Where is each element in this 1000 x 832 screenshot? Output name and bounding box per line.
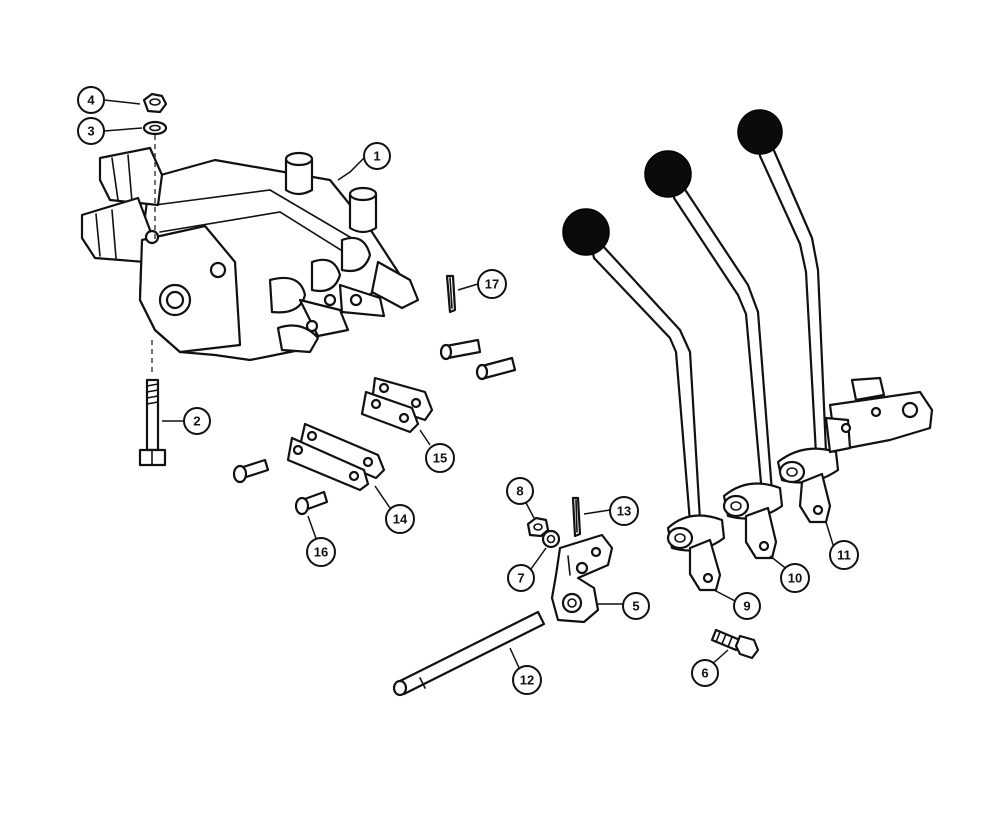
callout-label-3: 3 [87,124,94,139]
callout-label-9: 9 [743,599,750,614]
knob-9 [562,208,610,256]
nut-8 [526,516,550,538]
cotter-pin-17 [445,274,457,314]
callout-label-2: 2 [193,414,200,429]
callout-14: 14 [385,504,415,534]
lever-shaft-12 [392,610,546,697]
callout-label-13: 13 [617,504,631,519]
long-bolt [138,378,167,467]
callout-label-11: 11 [837,548,851,563]
clevis-pin-lower [475,356,517,381]
callout-11: 11 [829,540,859,570]
control-lever-9 [588,236,726,592]
link-plates-15 [360,376,434,434]
callout-label-14: 14 [393,512,408,527]
callout-label-12: 12 [520,673,534,688]
callout-16: 16 [306,537,336,567]
link-plates-14 [286,422,386,492]
callout-17: 17 [477,269,507,299]
callout-5: 5 [622,592,650,620]
washer-7 [541,529,561,549]
callout-label-4: 4 [87,93,95,108]
callout-label-7: 7 [517,571,524,586]
callout-6: 6 [691,659,719,687]
callout-1: 1 [363,142,391,170]
callout-13: 13 [609,496,639,526]
clevis-pin-upper [439,338,482,361]
callout-4: 4 [77,86,105,114]
callout-2: 2 [183,407,211,435]
screw-16 [294,490,329,516]
lever-bracket-5 [550,533,614,624]
hex-nut [142,92,168,114]
control-lever-11 [756,138,840,524]
control-valve-body [80,146,420,362]
hex-bolt-6 [710,628,760,660]
callout-9: 9 [733,592,761,620]
knob-11 [737,109,783,155]
callout-10: 10 [780,563,810,593]
callout-label-17: 17 [485,277,499,292]
callout-8: 8 [506,477,534,505]
callout-label-8: 8 [516,484,523,499]
callout-7: 7 [507,564,535,592]
knob-10 [644,150,692,198]
lock-washer [142,120,168,136]
callout-label-16: 16 [314,545,328,560]
cotter-pin-13 [571,496,582,538]
callout-12: 12 [512,665,542,695]
callout-3: 3 [77,117,105,145]
callout-label-10: 10 [788,571,802,586]
callout-label-5: 5 [632,599,639,614]
callout-label-6: 6 [701,666,708,681]
screw-left [232,458,270,484]
callout-label-1: 1 [373,149,380,164]
callout-15: 15 [425,443,455,473]
mounting-bracket [824,376,934,454]
callout-label-15: 15 [433,451,447,466]
